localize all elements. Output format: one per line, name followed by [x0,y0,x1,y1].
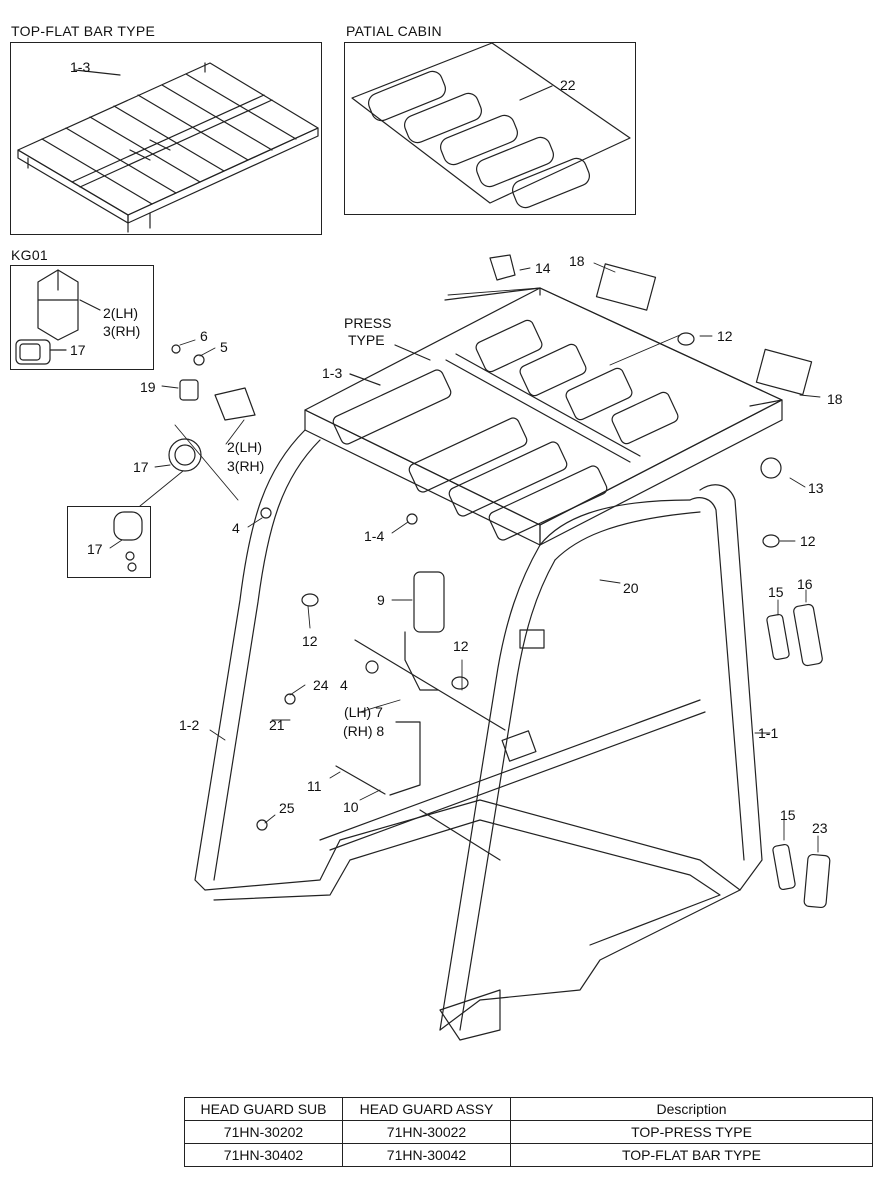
callout-7: (LH) 7 [344,704,383,720]
callout-20: 20 [623,580,639,596]
callout-2lh: 2(LH) [227,439,262,455]
inset-partial-cabin [344,42,636,215]
header-description: Description [510,1097,873,1121]
inset-lamp-detail [67,506,151,578]
bolts-and-brackets [113,254,831,909]
callout-8: (RH) 8 [343,723,384,739]
callout-12-left: 12 [302,633,318,649]
callout-15-lower: 15 [780,807,796,823]
flat-bar-grille [17,62,319,233]
callout-24: 24 [313,677,329,693]
callout-1-3-flat: 1-3 [70,59,90,75]
callout-17-kg01: 17 [70,342,86,358]
callout-labels: 14 18 12 18 13 12 6 5 19 2(LH) 3(RH) 17 … [87,253,843,836]
cell-description: TOP-FLAT BAR TYPE [510,1143,873,1167]
cell-description: TOP-PRESS TYPE [510,1120,873,1144]
header-head-guard-sub: HEAD GUARD SUB [184,1097,343,1121]
callout-11: 11 [307,778,322,794]
caption-kg01: KG01 [11,247,48,263]
callout-16: 16 [797,576,813,592]
table-row: 71HN-30402 71HN-30042 TOP-FLAT BAR TYPE [184,1143,873,1167]
partial-cabin-panels [351,42,631,209]
callout-1-3: 1-3 [322,365,342,381]
callout-22: 22 [560,77,576,93]
callout-14: 14 [535,260,551,276]
header-head-guard-assy: HEAD GUARD ASSY [342,1097,511,1121]
exploded-diagram: 1-3 22 2(LH) 3(RH) 17 PRE [15,42,843,1041]
cabin-frame [194,429,763,1041]
callout-3rh-kg01: 3(RH) [103,323,140,339]
table-header-row: HEAD GUARD SUB HEAD GUARD ASSY Descripti… [184,1097,873,1121]
table-row: 71HN-30202 71HN-30022 TOP-PRESS TYPE [184,1120,873,1144]
callout-19: 19 [140,379,156,395]
label-press-type-1: PRESS [344,315,391,331]
callout-12-mid: 12 [453,638,469,654]
callout-17-lamp: 17 [133,459,149,475]
callout-5: 5 [220,339,228,355]
callout-3rh: 3(RH) [227,458,264,474]
leader-lines [109,262,821,853]
callout-10: 10 [343,799,359,815]
callout-2lh-kg01: 2(LH) [103,305,138,321]
callout-6: 6 [200,328,208,344]
callout-12-right: 12 [800,533,816,549]
callout-4-upper: 4 [232,520,240,536]
callout-13: 13 [808,480,824,496]
caption-partial-cabin: PATIAL CABIN [346,23,442,39]
callout-1-2: 1-2 [179,717,199,733]
callout-12-roof: 12 [717,328,733,344]
callout-25: 25 [279,800,295,816]
cell-assy: 71HN-30022 [342,1120,511,1144]
cell-assy: 71HN-30042 [342,1143,511,1167]
callout-15-upper: 15 [768,584,784,600]
inset-top-flat-bar [10,42,322,235]
cell-sub: 71HN-30202 [184,1120,343,1144]
callout-21: 21 [269,717,285,733]
callout-18-right: 18 [827,391,843,407]
callout-23: 23 [812,820,828,836]
callout-17-detail: 17 [87,541,103,557]
parts-table: HEAD GUARD SUB HEAD GUARD ASSY Descripti… [184,1097,873,1167]
caption-top-flat-bar-type: TOP-FLAT BAR TYPE [11,23,156,39]
callout-1-4: 1-4 [364,528,384,544]
inset-kg01 [10,265,154,370]
kg01-bracket-lamp [15,269,101,365]
callout-18-top: 18 [569,253,585,269]
cell-sub: 71HN-30402 [184,1143,343,1167]
callout-4-lower: 4 [340,677,348,693]
callout-1-1: 1-1 [758,725,778,741]
label-press-type-2: TYPE [348,332,385,348]
callout-9: 9 [377,592,385,608]
